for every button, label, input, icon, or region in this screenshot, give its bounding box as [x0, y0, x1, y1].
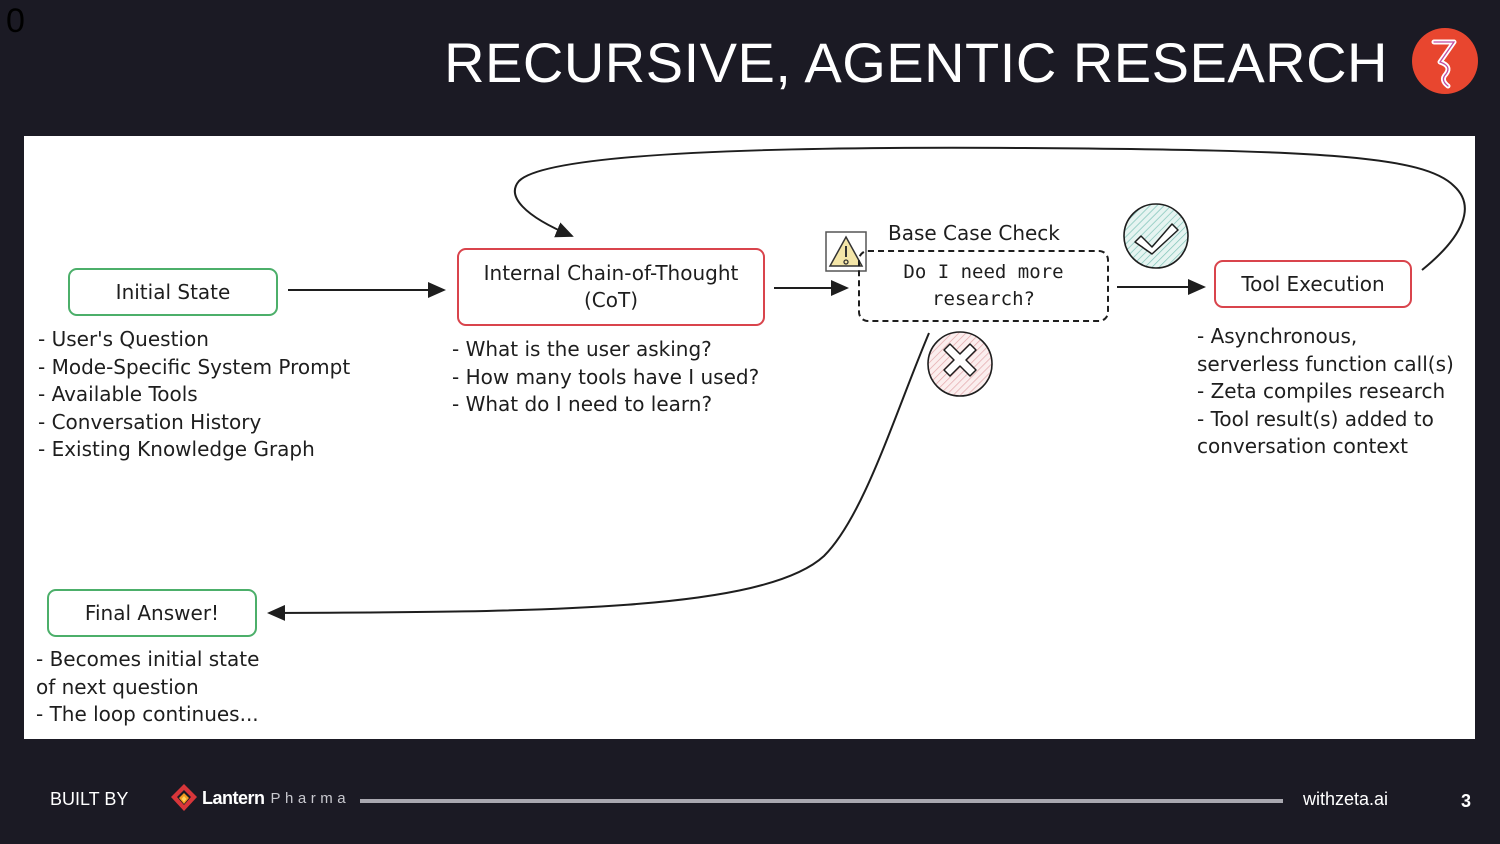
slide-title: RECURSIVE, AGENTIC RESEARCH	[444, 31, 1388, 94]
bullet-item: - Asynchronous,	[1197, 324, 1358, 348]
company-name: Lantern	[202, 787, 265, 808]
cot-node: Internal Chain-of-Thought (CoT)	[457, 248, 765, 326]
decision-question-line2: research?	[932, 288, 1035, 310]
bullet-item: - What is the user asking?	[452, 337, 712, 361]
cot-bullets: - What is the user asking? - How many to…	[452, 336, 759, 419]
edge-check-to-final	[267, 332, 930, 621]
final-answer-label: Final Answer!	[84, 600, 220, 625]
cot-label-line1: Internal Chain-of-Thought	[483, 261, 739, 285]
initial-state-node: Initial State	[68, 268, 278, 316]
zeta-logo-icon	[1412, 28, 1478, 94]
initial-state-label: Initial State	[115, 279, 231, 304]
bullet-item: - What do I need to learn?	[452, 392, 713, 416]
base-case-decision: Do I need more research?	[858, 250, 1109, 322]
initial-state-bullets: - User's Question - Mode-Specific System…	[38, 326, 350, 464]
bullet-item: serverless function call(s)	[1197, 351, 1454, 376]
bullet-item: of next question	[36, 674, 199, 699]
bullet-item: - Zeta compiles research	[1197, 379, 1446, 403]
bullet-item: - User's Question	[38, 327, 209, 351]
diagram-panel: Initial State - User's Question - Mode-S…	[24, 136, 1475, 739]
base-case-title: Base Case Check	[888, 221, 1060, 245]
lantern-pharma-logo: Lantern Pharma	[170, 783, 350, 813]
company-suffix: Pharma	[270, 789, 351, 807]
bullet-item: - Available Tools	[38, 382, 198, 406]
built-by-label: BUILT BY	[50, 789, 129, 809]
bullet-item: - Tool result(s) added to	[1197, 406, 1434, 431]
lantern-icon	[171, 784, 197, 811]
edge-loop-tool-to-cot	[513, 146, 1466, 271]
bullet-item: - Existing Knowledge Graph	[38, 437, 315, 461]
final-answer-node: Final Answer!	[47, 589, 257, 637]
tool-execution-bullets: - Asynchronous, serverless function call…	[1197, 323, 1454, 461]
tool-execution-node: Tool Execution	[1214, 260, 1412, 308]
footer-divider	[360, 799, 1283, 803]
bullet-item: - Becomes initial state	[36, 647, 260, 671]
tool-execution-label: Tool Execution	[1241, 271, 1385, 296]
corner-number: 0	[6, 2, 25, 40]
final-answer-bullets: - Becomes initial state of next question…	[36, 646, 259, 729]
check-icon	[1123, 203, 1189, 269]
x-icon	[927, 331, 993, 397]
diagram-connectors	[267, 146, 1466, 621]
bullet-item: - Conversation History	[38, 409, 262, 434]
page-number: 3	[1461, 791, 1472, 811]
bullet-item: - How many tools have I used?	[452, 364, 760, 389]
website-link[interactable]: withzeta.ai	[1303, 789, 1389, 809]
bullet-item: conversation context	[1197, 434, 1408, 458]
bullet-item: - The loop continues...	[36, 702, 259, 726]
bullet-item: - Mode-Specific System Prompt	[38, 354, 351, 379]
decision-question-line1: Do I need more	[903, 261, 1064, 283]
cot-label-line2: (CoT)	[583, 288, 639, 312]
